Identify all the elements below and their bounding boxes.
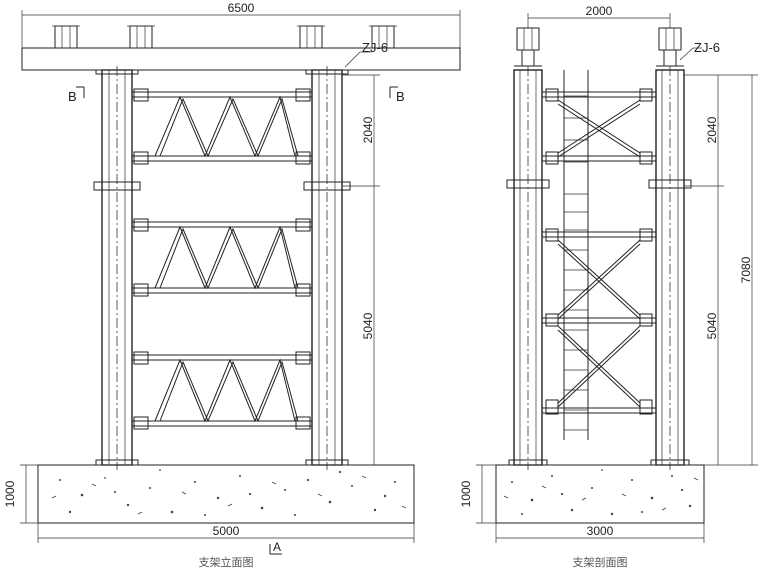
section-bracing-1 [542, 88, 656, 165]
elevation-left-column [93, 66, 141, 470]
section-jack-label: ZJ-6 [679, 40, 720, 61]
section-jack-left [514, 27, 542, 71]
elevation-dim-bottom: 5000 [37, 523, 415, 543]
section-jacks [514, 27, 684, 71]
elevation-dim-bottom-text: 5000 [213, 524, 240, 538]
section-right-column [648, 66, 692, 470]
elevation-section-mark-a: A [269, 540, 282, 555]
section-bracing-3 [542, 325, 656, 415]
jack-4 [369, 25, 397, 49]
elevation-view: 6500 [3, 1, 461, 569]
elevation-dim-foundation-text: 1000 [3, 480, 17, 507]
section-dim-top: 2000 [527, 4, 671, 28]
section-left-column [506, 66, 550, 470]
section-bracing-2 [542, 228, 656, 327]
elevation-dim-upper-text: 2040 [361, 116, 375, 143]
section-caption: 支架剖面图 [573, 555, 628, 569]
section-dim-foundation-text: 1000 [459, 480, 473, 507]
jack-2 [127, 25, 155, 49]
elevation-cap-beam [21, 47, 461, 71]
section-dim-upper-text: 2040 [705, 116, 719, 143]
elevation-jacks [52, 25, 397, 49]
jack-3 [297, 25, 325, 49]
section-dim-total-text: 7080 [739, 256, 753, 283]
section-dim-bottom: 3000 [495, 523, 705, 543]
elevation-truss-3 [132, 351, 312, 430]
section-central-ladder [563, 70, 589, 440]
section-dim-foundation: 1000 [459, 464, 496, 524]
elevation-dim-foundation: 1000 [3, 464, 38, 524]
elevation-dim-heights: 2040 5040 [342, 74, 380, 466]
elevation-dim-top: 6500 [21, 1, 461, 48]
elevation-dim-top-text: 6500 [228, 1, 255, 15]
section-view: 2000 ZJ-6 [459, 4, 758, 569]
elevation-section-marks: B B [68, 86, 405, 104]
section-foundation [495, 464, 705, 524]
section-dim-top-text: 2000 [586, 4, 613, 18]
elevation-jack-label-text: ZJ-6 [362, 40, 388, 55]
elevation-foundation [37, 464, 415, 524]
section-dim-lower-text: 5040 [705, 312, 719, 339]
elevation-dim-lower-text: 5040 [361, 312, 375, 339]
section-jack-label-text: ZJ-6 [694, 40, 720, 55]
section-dim-bottom-text: 3000 [587, 524, 614, 538]
section-mark-right: B [396, 89, 405, 104]
elevation-truss-1 [132, 88, 312, 165]
elevation-truss-2 [132, 218, 312, 297]
elevation-caption: 支架立面图 [199, 555, 254, 569]
section-mark-left: B [68, 89, 77, 104]
section-mark-bottom: A [273, 540, 281, 554]
section-jack-right [656, 27, 684, 71]
elevation-jack-label: ZJ-6 [344, 40, 388, 68]
section-dim-heights: 2040 5040 7080 [684, 74, 758, 466]
elevation-right-column [303, 66, 351, 470]
jack-1 [52, 25, 80, 49]
